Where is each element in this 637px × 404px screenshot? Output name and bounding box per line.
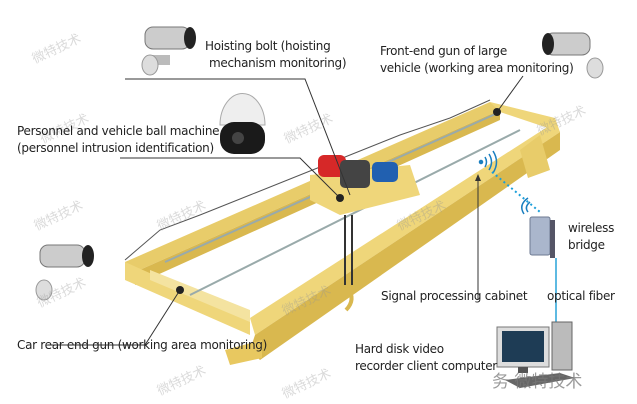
label-line: bridge bbox=[568, 238, 605, 252]
ball-machine-marker bbox=[336, 194, 344, 202]
label-line: Hard disk video bbox=[355, 342, 444, 356]
label-line: recorder client computer bbox=[355, 359, 497, 373]
label-signal-cabinet: Signal processing cabinet bbox=[381, 289, 528, 303]
leader-lines bbox=[48, 75, 524, 346]
label-optical-fiber: optical fiber bbox=[547, 289, 615, 303]
label-line: Hoisting bolt (hoisting bbox=[205, 39, 331, 53]
label-line: mechanism monitoring) bbox=[209, 56, 347, 70]
hook bbox=[344, 286, 354, 312]
label-front-end-gun: Front-end gun of large vehicle (working … bbox=[380, 43, 574, 77]
wifi-signal-icon bbox=[478, 150, 498, 174]
dome-camera-icon bbox=[219, 93, 266, 154]
bullet-camera-icon bbox=[35, 244, 94, 301]
label-car-rear-gun: Car rear end gun (working area monitorin… bbox=[17, 338, 267, 352]
label-line: Personnel and vehicle ball machine bbox=[17, 124, 220, 138]
car-rear-gun-marker bbox=[176, 286, 184, 294]
computer-icon bbox=[496, 321, 575, 388]
wifi-signal-icon-bridge bbox=[521, 197, 531, 215]
front-end-gun-marker bbox=[493, 108, 501, 116]
motor-blue bbox=[372, 162, 398, 182]
bullet-camera-icon bbox=[141, 26, 196, 76]
bullet-camera-icon bbox=[542, 32, 604, 79]
motor-red bbox=[318, 155, 346, 177]
label-line: wireless bbox=[568, 221, 615, 235]
label-hoisting-bolt: Hoisting bolt (hoisting mechanism monito… bbox=[205, 38, 347, 72]
label-computer: Hard disk video recorder client computer bbox=[355, 341, 497, 375]
watermark-corner: 务 微特技术 bbox=[492, 372, 583, 392]
bridge-crane bbox=[124, 99, 560, 365]
label-line: (personnel intrusion identification) bbox=[17, 141, 214, 155]
label-wireless-bridge: wireless bridge bbox=[568, 220, 614, 254]
drum bbox=[340, 160, 370, 188]
wireless-bridge-device bbox=[529, 216, 555, 258]
label-line: Front-end gun of large bbox=[380, 44, 507, 58]
wireless-link bbox=[491, 171, 541, 213]
label-line: vehicle (working area monitoring) bbox=[380, 61, 574, 75]
label-ball-machine: Personnel and vehicle ball machine (pers… bbox=[17, 123, 220, 157]
